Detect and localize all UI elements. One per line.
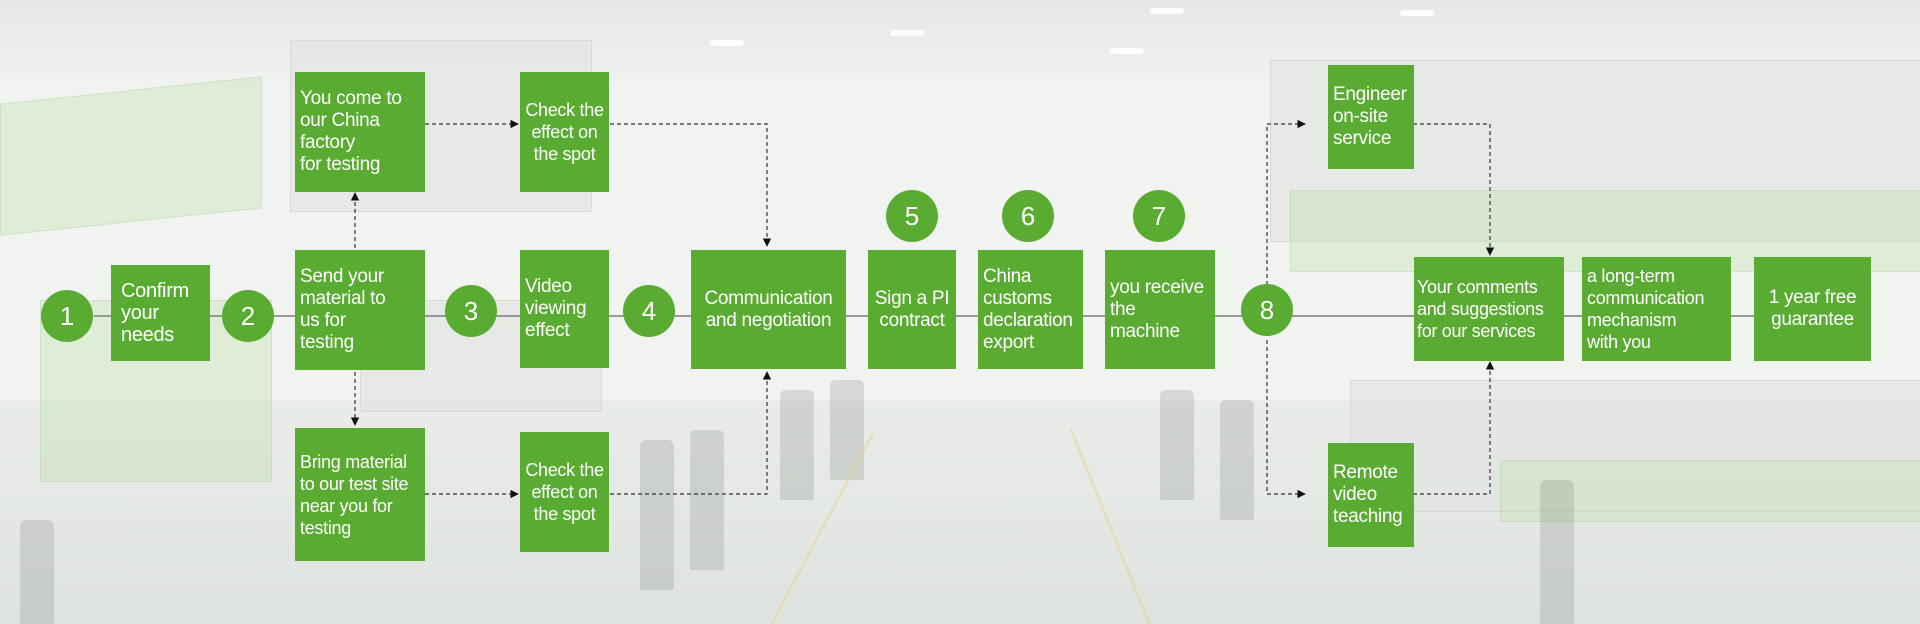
box-guarantee: 1 year free guarantee [1754, 257, 1871, 361]
arrow-bottom-to-communication [610, 371, 772, 495]
arrow-to-engineer [1266, 119, 1306, 292]
step-circle-4: 4 [623, 285, 675, 337]
box-confirm-needs: Confirm your needs [111, 265, 210, 361]
box-come-to-factory: You come to our China factory for testin… [295, 72, 425, 192]
box-remote-teaching: Remote video teaching [1328, 443, 1414, 547]
box-bring-material: Bring material to our test site near you… [295, 428, 425, 561]
box-customs: China customs declaration export [978, 250, 1083, 369]
box-check-effect-bottom: Check the effect on the spot [520, 432, 609, 552]
step-circle-7: 7 [1133, 190, 1185, 242]
step-circle-2: 2 [222, 290, 274, 342]
step-circle-6: 6 [1002, 190, 1054, 242]
step-circle-1: 1 [41, 290, 93, 342]
box-long-term: a long-term communication mechanism with… [1582, 257, 1731, 361]
box-check-effect-top: Check the effect on the spot [520, 72, 609, 192]
arrow-remote-to-comments [1413, 361, 1495, 495]
box-sign-pi: Sign a PI contract [868, 250, 956, 369]
step-circle-5: 5 [886, 190, 938, 242]
box-comments: Your comments and suggestions for our se… [1414, 257, 1564, 361]
box-receive-machine: you receive the machine [1105, 250, 1215, 369]
step-circle-3: 3 [445, 285, 497, 337]
arrow-to-remote [1266, 340, 1306, 499]
box-communication: Communication and negotiation [691, 250, 846, 369]
step-circle-8: 8 [1241, 284, 1293, 336]
box-engineer-service: Engineer on-site service [1328, 65, 1414, 169]
arrow-engineer-to-comments [1413, 123, 1495, 256]
arrow-top-to-communication [610, 123, 772, 247]
box-video-viewing: Video viewing effect [520, 250, 609, 368]
box-send-material: Send your material to us for testing [295, 250, 425, 370]
